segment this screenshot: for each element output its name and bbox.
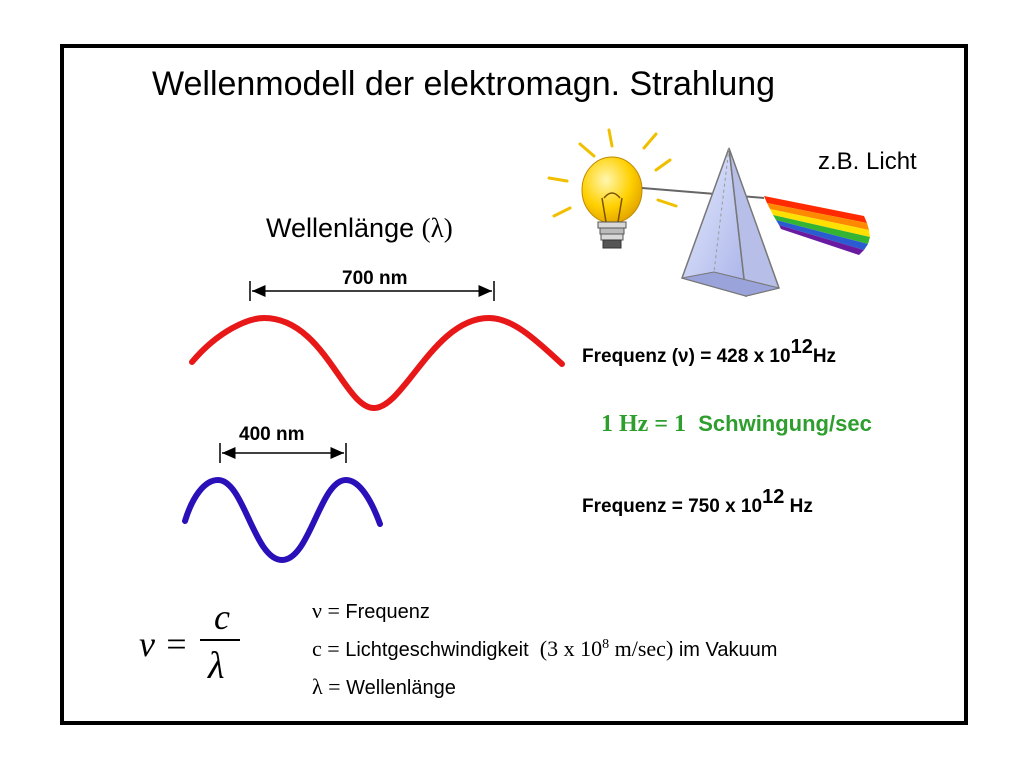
legend-c-symbol: c = <box>312 636 340 661</box>
long-wavelength-label: 700 nm <box>342 268 408 289</box>
frequency-red-exponent: 12 <box>790 336 813 358</box>
legend-lambda-text: Wellenlänge <box>346 677 456 699</box>
legend-lambda: λ = Wellenlänge <box>312 674 456 700</box>
legend-nu: ν = Frequenz <box>312 598 430 624</box>
slide-frame: Wellenmodell der elektromagn. Strahlung … <box>60 44 968 725</box>
formula-denominator: λ <box>208 645 225 687</box>
legend-nu-text: Frequenz <box>345 601 430 623</box>
legend-c-text: Lichtgeschwindigkeit <box>345 639 529 661</box>
frequency-blue-text: Frequenz = 750 x 1012 Hz <box>582 487 813 518</box>
formula-numerator: c <box>214 597 230 637</box>
light-bulb-icon <box>547 128 678 249</box>
slide-title: Wellenmodell der elektromagn. Strahlung <box>152 65 776 103</box>
red-wave <box>189 314 565 412</box>
lambda-symbol: (λ) <box>421 213 453 243</box>
hz-definition: 1 Hz = 1 Schwingung/sec <box>601 411 872 438</box>
legend-nu-symbol: ν = <box>312 598 340 623</box>
short-wavelength-label: 400 nm <box>239 424 305 445</box>
formula-lhs: ν = <box>139 624 189 664</box>
hz-definition-left: 1 Hz = 1 <box>601 411 686 437</box>
spectrum-rays-icon <box>764 196 870 255</box>
legend-c-tail: im Vakuum <box>673 639 778 661</box>
frequency-blue-unit: Hz <box>784 496 813 517</box>
legend-c-value-exp: 8 <box>602 637 610 652</box>
frequency-red-unit: Hz <box>812 346 837 367</box>
fraction-bar <box>200 639 240 641</box>
frequency-red-text: Frequenz (ν) = 428 x 1012Hz <box>582 337 837 368</box>
legend-c-value: (3 x 108 m/sec) <box>540 636 673 661</box>
example-label: z.B. Licht <box>818 148 917 175</box>
legend-lambda-symbol: λ = <box>312 674 341 699</box>
prism-icon <box>681 147 780 298</box>
legend-c-value-prefix: (3 x 10 <box>539 636 603 661</box>
frequency-blue-exponent: 12 <box>762 486 785 508</box>
wavelength-label: Wellenlänge <box>266 213 415 243</box>
frequency-blue-prefix: Frequenz = 750 x 10 <box>582 496 763 517</box>
legend-c-value-suffix: m/sec) <box>609 636 674 661</box>
frequency-red-prefix: Frequenz (ν) = 428 x 10 <box>582 346 791 367</box>
legend-c: c = Lichtgeschwindigkeit (3 x 108 m/sec)… <box>312 636 777 662</box>
blue-wave <box>182 476 383 564</box>
hz-definition-right: Schwingung/sec <box>698 411 872 436</box>
diagram-graphics <box>182 128 870 564</box>
wavelength-heading: Wellenlänge (λ) <box>266 213 453 244</box>
